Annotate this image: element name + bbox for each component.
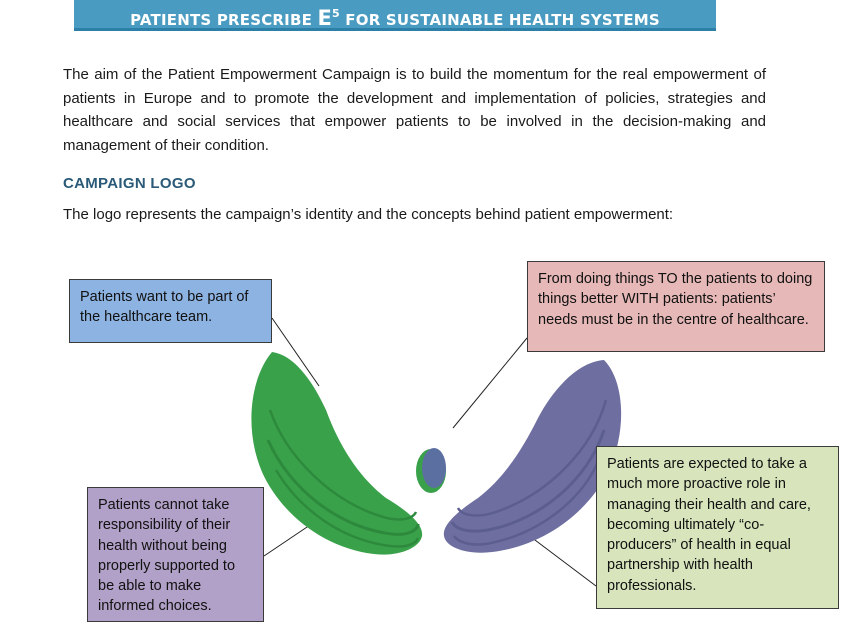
callout-purple-text: Patients cannot take responsibility of t… [98, 497, 236, 615]
connector-line-red [452, 337, 528, 429]
lead-text: The logo represents the campaign’s ident… [63, 206, 674, 223]
banner-text-after: FOR SUSTAINABLE HEALTH SYSTEMS [339, 11, 660, 29]
callout-red-text: From doing things TO the patients to doi… [538, 271, 813, 328]
head-circle-icon [416, 448, 446, 493]
callout-purple: Patients cannot take responsibility of t… [87, 487, 264, 622]
connector-line-blue [271, 317, 320, 387]
green-hand-icon [251, 352, 423, 555]
callout-blue: Patients want to be part of the healthca… [69, 279, 272, 343]
callout-green: Patients are expected to take a much mor… [596, 446, 839, 609]
connector-line-green [526, 533, 597, 587]
callout-green-text: Patients are expected to take a much mor… [607, 456, 811, 594]
purple-hand-icon [443, 360, 622, 553]
header-banner: PATIENTS PRESCRIBE E5 FOR SUSTAINABLE HE… [74, 0, 716, 31]
banner-e-letter: E [317, 6, 333, 30]
callout-blue-text: Patients want to be part of the healthca… [80, 289, 249, 326]
banner-text-before: PATIENTS PRESCRIBE [130, 11, 318, 29]
section-heading: CAMPAIGN LOGO [63, 175, 196, 192]
banner-superscript: 5 [332, 7, 340, 20]
intro-paragraph: The aim of the Patient Empowerment Campa… [63, 66, 766, 154]
callout-red: From doing things TO the patients to doi… [527, 261, 825, 352]
